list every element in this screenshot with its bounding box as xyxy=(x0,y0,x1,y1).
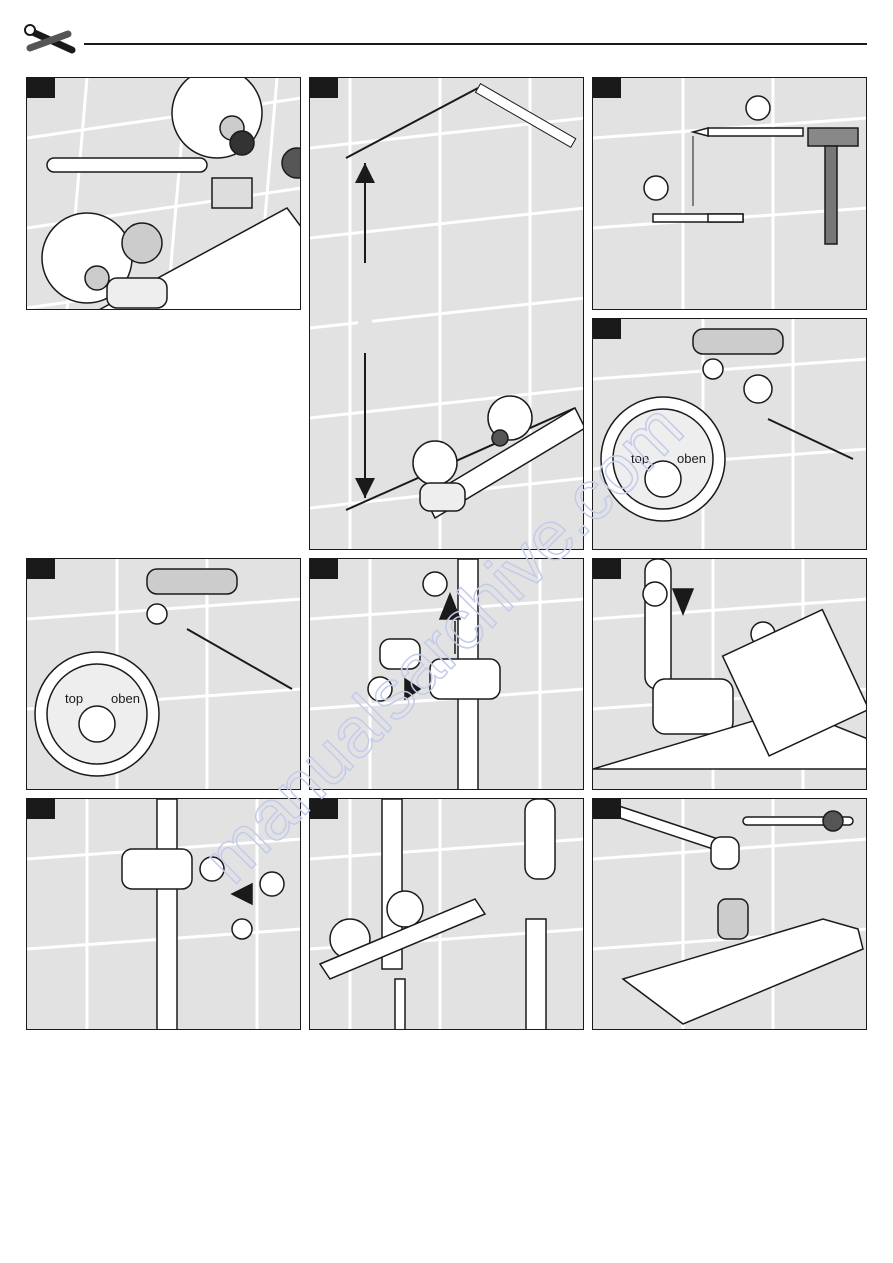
panel-step-3 xyxy=(592,77,867,310)
tools-icon xyxy=(24,24,78,58)
panel-step-7 xyxy=(592,558,867,790)
arrow-icon xyxy=(27,799,301,1030)
wrench-icon xyxy=(27,78,301,310)
step-badge xyxy=(27,559,55,579)
arrow-down-icon xyxy=(593,559,867,790)
arrow-icon xyxy=(310,559,584,790)
header-rule xyxy=(84,43,867,45)
panel-step-2 xyxy=(309,77,584,550)
panel-step-10 xyxy=(592,798,867,1030)
pencil-icon xyxy=(310,78,584,550)
label-top: top xyxy=(65,691,83,706)
panel-step-4: top oben xyxy=(592,318,867,550)
label-oben: oben xyxy=(677,451,706,466)
panel-step-9 xyxy=(309,798,584,1030)
panel-step-1 xyxy=(26,77,301,310)
step-badge xyxy=(310,559,338,579)
anchor-detail-icon xyxy=(593,319,867,550)
step-badge xyxy=(593,559,621,579)
panel-step-5: top oben xyxy=(26,558,301,790)
hammer-icon xyxy=(593,78,867,310)
step-badge xyxy=(310,799,338,819)
wrench-icon xyxy=(593,799,867,1030)
step-badge xyxy=(310,78,338,98)
step-badge xyxy=(27,799,55,819)
label-top: top xyxy=(631,451,649,466)
step-badge xyxy=(593,78,621,98)
step-badge xyxy=(593,799,621,819)
step-badge xyxy=(27,78,55,98)
hand-shower-icon xyxy=(310,799,584,1030)
panel-step-6 xyxy=(309,558,584,790)
label-oben: oben xyxy=(111,691,140,706)
panel-step-8 xyxy=(26,798,301,1030)
step-badge xyxy=(593,319,621,339)
anchor-detail-icon xyxy=(27,559,301,790)
